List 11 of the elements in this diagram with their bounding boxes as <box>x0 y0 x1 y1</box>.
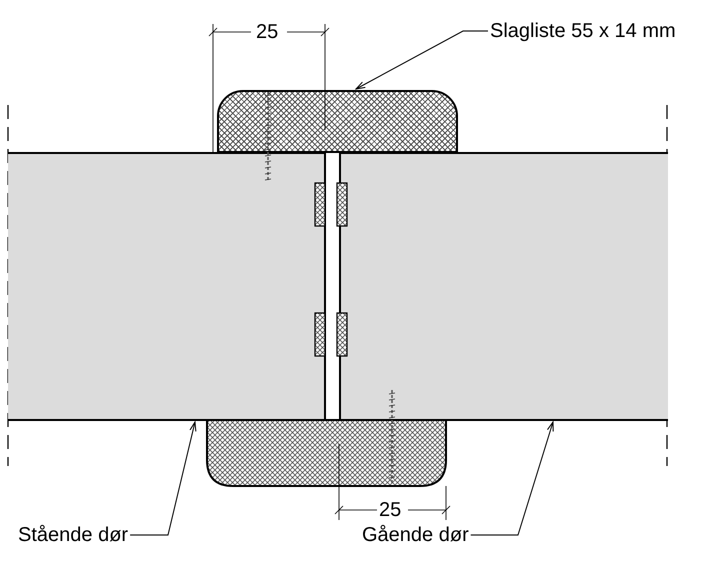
dimension-label: 25 <box>379 499 402 521</box>
dimension-label: 25 <box>256 21 278 43</box>
leader-line <box>130 422 196 536</box>
door-leaf <box>8 152 326 421</box>
part-label: Slagliste 55 x 14 mm <box>490 20 676 42</box>
part-label: Gående dør <box>362 524 469 546</box>
trim-strip <box>217 90 458 153</box>
leader-line <box>470 422 554 536</box>
part-label: Stående dør <box>18 524 128 546</box>
leader-line <box>356 30 488 90</box>
door-leaf <box>339 152 668 421</box>
